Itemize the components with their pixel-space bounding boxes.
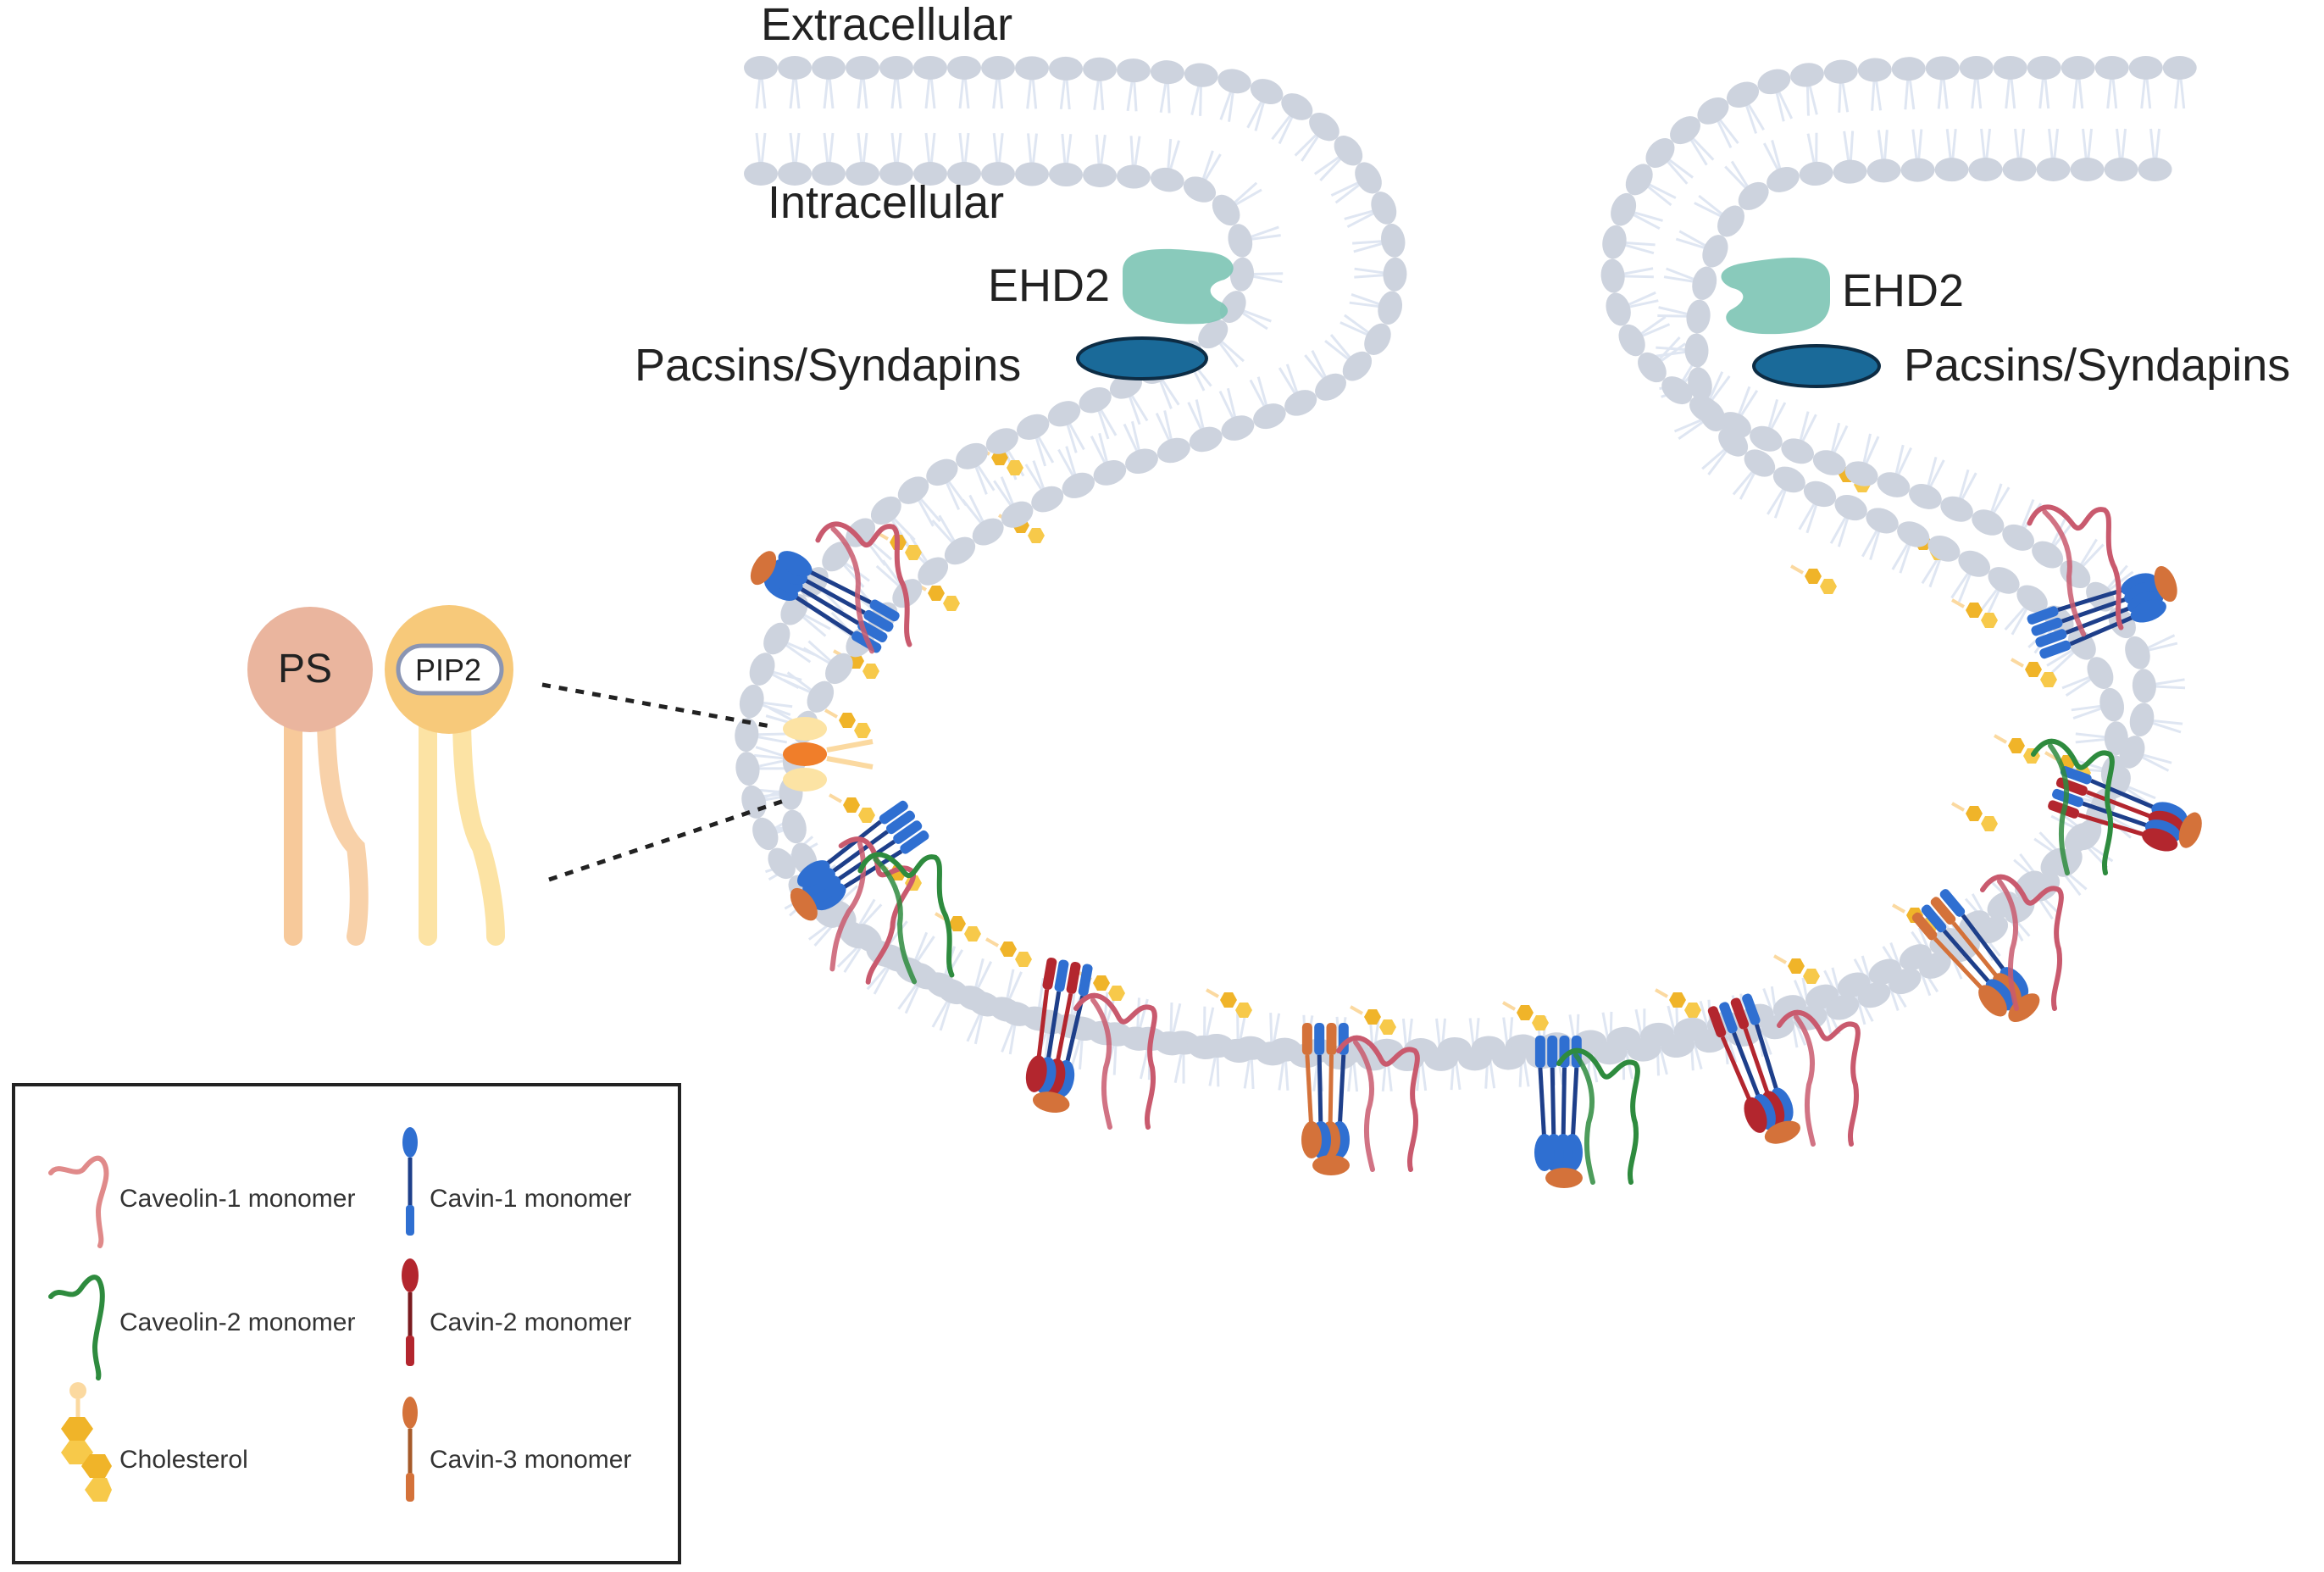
ps-lipid-icon (247, 607, 373, 946)
extracellular-label: Extracellular (761, 0, 1013, 50)
leader-line-bottom (548, 798, 785, 882)
pacsins-left-label: Pacsins/Syndapins (635, 340, 1022, 391)
legend-caveolin-2-icon (48, 1275, 105, 1380)
legend-cavin-2-label: Cavin-2 monomer (430, 1308, 632, 1336)
caveolar-proteins-layer (750, 504, 2202, 1188)
legend-caveolin-2-label: Caveolin-2 monomer (119, 1308, 356, 1336)
pip2-label: PIP2 (415, 653, 482, 687)
pip2-lipid-icon (385, 605, 513, 946)
legend-cholesterol-icon (61, 1382, 112, 1502)
ehd2-right-icon (1721, 258, 1830, 335)
ehd2-left-icon (1123, 248, 1234, 325)
legend-cavin-3-icon (402, 1397, 418, 1502)
pacsin-right-icon (1752, 344, 1881, 388)
intracellular-label: Intracellular (768, 177, 1005, 228)
legend-cavin-3-label: Cavin-3 monomer (430, 1446, 632, 1474)
legend-cholesterol-label: Cholesterol (119, 1446, 248, 1474)
ehd2-right-label: EHD2 (1842, 265, 1965, 316)
pacsin-left-icon (1076, 336, 1208, 381)
ehd2-left-label: EHD2 (988, 260, 1111, 311)
legend-icons (48, 1127, 419, 1502)
legend-cavin-1-icon (402, 1127, 418, 1236)
legend-cavin-1-label: Cavin-1 monomer (430, 1185, 632, 1213)
legend-box (12, 1083, 681, 1564)
legend-caveolin-1-icon (48, 1155, 109, 1248)
legend-cavin-2-icon (402, 1258, 419, 1366)
ps-label: PS (278, 647, 333, 692)
legend-caveolin-1-label: Caveolin-1 monomer (119, 1185, 356, 1213)
leader-line-top (541, 682, 776, 730)
pacsins-right-label: Pacsins/Syndapins (1904, 340, 2291, 391)
